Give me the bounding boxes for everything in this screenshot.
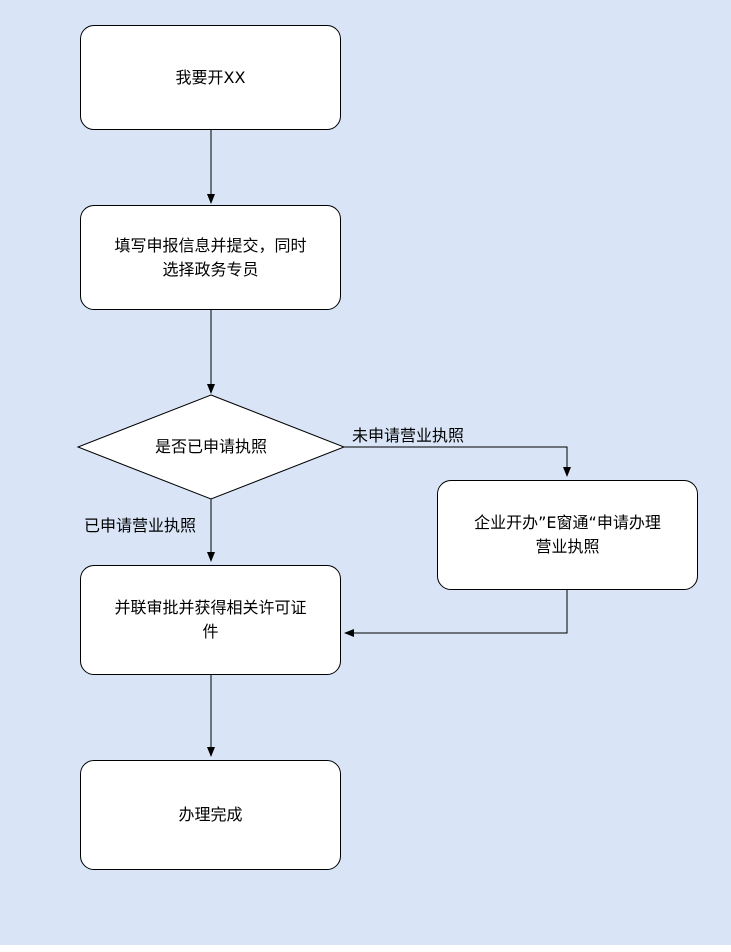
node-e-window-label: 企业开办”E窗通“申请办理营业执照 — [474, 513, 661, 556]
canvas-bottom-edge — [0, 945, 731, 952]
node-start-label: 我要开XX — [175, 67, 246, 87]
edge-label-no-license: 未申请营业执照 — [352, 426, 465, 445]
node-decision-label: 是否已申请执照 — [154, 436, 267, 456]
edge-label-has-license: 已申请营业执照 — [84, 516, 197, 535]
node-done: 办理完成 — [80, 760, 341, 870]
edge-decision-no-license — [344, 446, 571, 477]
node-start: 我要开XX — [80, 25, 341, 130]
node-e-window: 企业开办”E窗通“申请办理营业执照 — [437, 480, 698, 590]
node-parallel-approval: 并联审批并获得相关许可证件 — [80, 565, 341, 675]
node-done-label: 办理完成 — [178, 805, 243, 824]
edge-ewindow-to-approval — [344, 590, 568, 637]
node-decision-label-box: 是否已申请执照 — [111, 427, 311, 467]
node-parallel-approval-label: 并联审批并获得相关许可证件 — [114, 598, 307, 641]
node-fill-info-label: 填写申报信息并提交，同时选择政务专员 — [114, 235, 307, 279]
node-fill-info: 填写申报信息并提交，同时选择政务专员 — [80, 205, 341, 310]
